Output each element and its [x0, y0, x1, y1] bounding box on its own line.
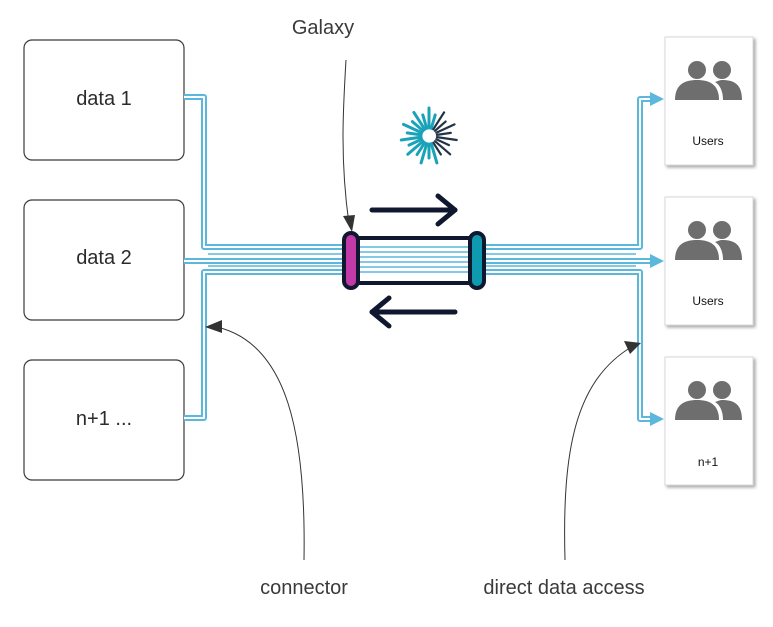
- source-box-data-2: data 2: [23, 199, 185, 321]
- users-icon: [675, 381, 742, 420]
- user-card-3: n+1: [664, 356, 754, 486]
- connector-pointer: [205, 320, 305, 561]
- user-card-label: Users: [692, 134, 723, 148]
- flow-arrow-left-icon: [369, 295, 458, 329]
- source-label: n+1 ...: [76, 408, 132, 430]
- source-label: data 2: [76, 247, 132, 269]
- users-icon: [675, 61, 742, 100]
- source-box-data-1: data 1: [23, 39, 185, 161]
- direct-access-pointer: [564, 341, 641, 561]
- galaxy-logo-icon: [399, 106, 458, 165]
- user-card-2: Users: [664, 196, 754, 326]
- source-label: data 1: [76, 88, 132, 110]
- flow-arrow-right-icon: [369, 193, 458, 227]
- connector-lines-right: [483, 96, 655, 422]
- pipe-left-cap: [342, 231, 360, 290]
- connector-lines-left: [184, 94, 345, 421]
- user-card-label: Users: [692, 294, 723, 308]
- galaxy-label: Galaxy: [292, 17, 354, 39]
- user-card-1: Users: [664, 36, 754, 166]
- user-card-label: n+1: [698, 455, 719, 469]
- galaxy-pointer: [342, 59, 355, 232]
- source-box-n-plus-1: n+1 ...: [23, 359, 185, 481]
- direct-access-label: direct data access: [483, 577, 644, 599]
- pipe-right-cap: [468, 231, 486, 290]
- galaxy-pipe: [342, 231, 486, 290]
- users-icon: [675, 221, 742, 260]
- arrowheads-to-users: [650, 92, 664, 426]
- connector-label: connector: [260, 577, 348, 599]
